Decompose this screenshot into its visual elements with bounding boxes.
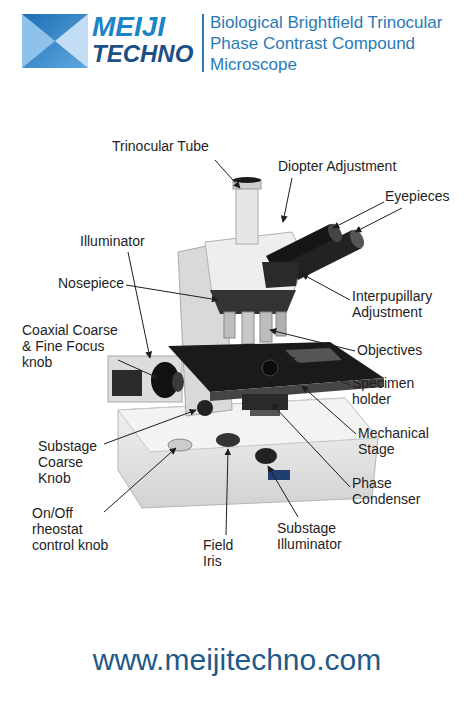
website-url: www.meijitechno.com — [0, 642, 474, 678]
part-label: Phase Condenser — [352, 475, 427, 507]
part-label: Nosepiece — [58, 275, 148, 291]
part-label: Substage Coarse Knob — [38, 438, 108, 486]
logo-text: TECHNO — [92, 41, 202, 67]
part-label: Trinocular Tube — [112, 138, 242, 154]
microscope — [108, 177, 384, 508]
part-label: Illuminator — [80, 233, 180, 249]
title: Biological Brightfield Trinocular Phase … — [210, 12, 472, 75]
part-label: Specimen holder — [352, 375, 432, 407]
logo-text: MEIJI — [92, 13, 202, 41]
part-label: Diopter Adjustment — [278, 158, 428, 174]
part-label: Mechanical Stage — [358, 425, 448, 457]
part-label: Coaxial Coarse & Fine Focus knob — [22, 322, 130, 370]
part-label: Field Iris — [203, 537, 243, 569]
logo-mark — [22, 14, 88, 68]
part-label: Substage Illuminator — [277, 520, 369, 552]
part-label: Objectives — [357, 342, 457, 358]
divider — [202, 14, 204, 72]
part-label: Interpupillary Adjustment — [352, 288, 452, 320]
part-label: Eyepieces — [385, 188, 470, 204]
part-label: On/Off rheostat control knob — [32, 505, 124, 553]
